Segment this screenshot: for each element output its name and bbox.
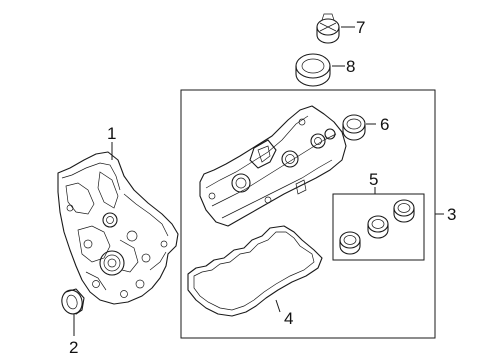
callout-6: 6 — [380, 115, 389, 134]
valve-cover-part — [199, 105, 347, 227]
seal-set-part — [339, 199, 415, 255]
callout-1: 1 — [107, 124, 116, 143]
leader-lines — [73, 26, 444, 336]
callout-5: 5 — [369, 170, 378, 189]
callout-3: 3 — [447, 205, 456, 224]
callout-8: 8 — [346, 57, 355, 76]
valve-cover-gasket-part — [187, 225, 323, 317]
leader-4 — [275, 299, 281, 313]
callout-4: 4 — [284, 309, 293, 328]
callout-2: 2 — [69, 338, 78, 357]
oil-filler-cap-part — [316, 13, 340, 44]
callout-7: 7 — [356, 18, 365, 37]
cap-adapter-part — [295, 53, 331, 87]
callout-numbers: 1 2 3 4 5 6 7 8 — [69, 18, 456, 357]
seal-set-box — [332, 193, 425, 261]
tube-seal-part — [342, 114, 366, 141]
front-cover-part — [57, 151, 179, 305]
front-seal-part — [61, 288, 85, 315]
